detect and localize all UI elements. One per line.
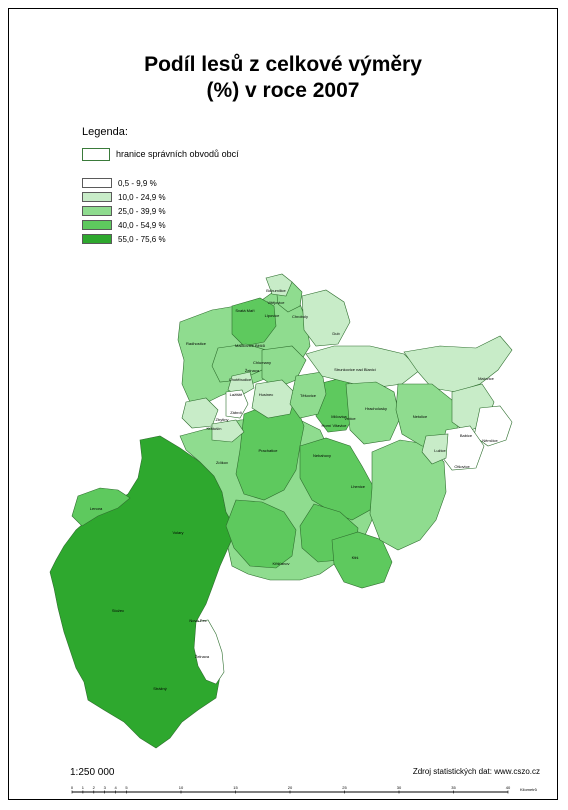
legend-boundary-label: hranice správních obvodů obcí [116, 149, 239, 159]
municipality-label: Želnava [195, 654, 210, 659]
region-polygon [193, 619, 225, 685]
municipality-label: Želnava [245, 368, 260, 373]
scale-bar-tick-label: 20 [288, 785, 293, 790]
data-source: Zdroj statistických dat: www.cszo.cz [412, 767, 540, 776]
municipality-label: Mačkovice Bělčů [235, 343, 265, 348]
municipality-label: Vitějovice [267, 300, 285, 305]
legend-boundary-swatch [82, 147, 110, 161]
legend-heading: Legenda: [82, 126, 128, 138]
region-polygon [225, 499, 297, 569]
region-polygon [71, 487, 131, 527]
region-polygon [225, 389, 249, 419]
municipality-label: Hracholusky [365, 406, 387, 411]
scale-bar-tick-label: 40 [506, 785, 511, 790]
legend-class-row: 10,0 - 24,9 % [82, 191, 166, 203]
legend-class-row: 25,0 - 39,9 % [82, 205, 166, 217]
region-polygon [305, 345, 421, 389]
municipality-label: Němčice [482, 438, 498, 443]
municipality-label: Chroboly [292, 314, 308, 319]
municipality-label: Horní Vltavice [322, 423, 348, 428]
region-polygon [403, 335, 513, 393]
region-polygon [265, 273, 293, 297]
legend-class-label: 25,0 - 39,9 % [118, 206, 166, 216]
legend-class-label: 10,0 - 24,9 % [118, 192, 166, 202]
map-frame [8, 8, 558, 800]
municipality-label: Křišťanov [272, 561, 289, 566]
scale-bar-tick-label: 0 [71, 785, 74, 790]
municipality-label: Ktiš [352, 555, 359, 560]
scale-bar-tick-label: 10 [179, 785, 184, 790]
municipality-label: Bohumilice [266, 288, 286, 293]
municipality-label: Strunkovice nad Blanicí [334, 367, 377, 372]
municipality-label: Lhenice [351, 484, 366, 489]
municipality-label: Netolice [413, 414, 428, 419]
region-polygon [299, 437, 375, 521]
region-polygon [227, 371, 255, 397]
scale-bar-tick-label: 1 [82, 785, 85, 790]
legend-boundary-row: hranice správních obvodů obcí [82, 147, 239, 161]
region-polygon [421, 433, 449, 465]
municipality-label: Kratušín [207, 426, 222, 431]
municipality-label: Prachatice [259, 448, 279, 453]
legend-class-swatch [82, 178, 112, 188]
scale-bar-tick-label: 25 [342, 785, 347, 790]
legend-class-row: 55,0 - 75,6 % [82, 233, 166, 245]
scale-bar-tick-label: 30 [397, 785, 402, 790]
municipality-label: Svatá Maří [235, 308, 255, 313]
municipality-label: Malovice [478, 376, 495, 381]
municipality-label: Těšovice [300, 393, 317, 398]
legend-class-swatch [82, 206, 112, 216]
municipality-label: Mičovice [331, 414, 347, 419]
municipality-label: Babice [460, 433, 473, 438]
legend-class-label: 40,0 - 54,9 % [118, 220, 166, 230]
map-title-line1: Podíl lesů z celkové výměry [144, 53, 422, 76]
map-title-line2: (%) v roce 2007 [206, 79, 360, 102]
region-polygon [345, 381, 401, 445]
scale-bar-tick-label: 35 [451, 785, 456, 790]
scale-bar-unit: Kilometrů [520, 787, 537, 792]
municipality-label: Chotěbudice [229, 377, 252, 382]
municipality-label: Vrbice [344, 416, 356, 421]
scale-bar-tick-label: 15 [233, 785, 238, 790]
region-polygon [211, 419, 245, 443]
municipality-label: Chlumany [253, 360, 271, 365]
region-polygon [331, 531, 393, 589]
municipality-label: Lužice [434, 448, 446, 453]
municipality-label: Lažiště [230, 392, 243, 397]
legend-class-label: 55,0 - 75,6 % [118, 234, 166, 244]
map-title: Podíl lesů z celkové výměry (%) v roce 2… [8, 52, 558, 104]
legend-class-row: 0,5 - 9,9 % [82, 177, 157, 189]
municipality-label: Volary [172, 530, 183, 535]
region-polygon [251, 379, 297, 419]
scale-bar-tick-label: 5 [125, 785, 128, 790]
scale-bar-tick-label: 2 [93, 785, 96, 790]
legend-class-swatch [82, 234, 112, 244]
municipality-label: Nebahovy [313, 453, 331, 458]
municipality-label: Zábrdí [230, 410, 242, 415]
legend-class-swatch [82, 192, 112, 202]
region-polygon [231, 297, 277, 347]
region-polygon [301, 289, 351, 347]
municipality-label: Nová Pec [189, 618, 206, 623]
municipality-label: Zbytiny [216, 417, 229, 422]
scale-bar-ticks: 0 1 2 3 4 5 10 15 20 25 30 35 40 [71, 785, 511, 794]
map-scale: 1:250 000 [70, 767, 115, 778]
scale-bar-tick-label: 4 [114, 785, 117, 790]
municipality-label: Dub [332, 331, 340, 336]
municipality-label: Olšovice [454, 464, 470, 469]
municipality-label: Husinec [259, 392, 273, 397]
municipality-label: Strážný [153, 686, 167, 691]
municipality-label: Zdíkov [216, 460, 228, 465]
legend-class-label: 0,5 - 9,9 % [118, 178, 157, 188]
scale-bar-tick-label: 3 [104, 785, 107, 790]
legend-class-row: 40,0 - 54,9 % [82, 219, 166, 231]
legend-class-swatch [82, 220, 112, 230]
municipality-label: Lenora [90, 506, 103, 511]
municipality-label: Lipovice [265, 313, 280, 318]
municipality-label: Radhostice [186, 341, 207, 346]
municipality-label: Stožec [112, 608, 124, 613]
